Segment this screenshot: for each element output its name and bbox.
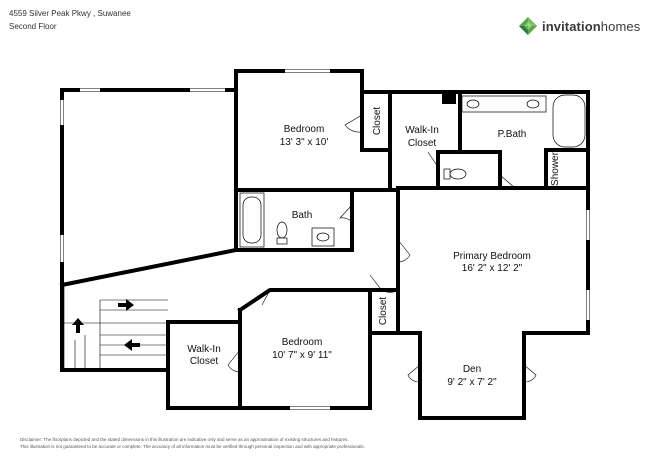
toilet-icon	[276, 221, 288, 245]
stair-arrow-left-icon	[124, 339, 140, 351]
brand-logo: invitationhomes	[518, 16, 640, 36]
stair-arrows	[72, 299, 140, 351]
disclaimer: Disclaimer: The floorplans depicted and …	[20, 436, 420, 450]
primary-bedroom-dims: 16' 2" x 12' 2"	[462, 263, 523, 274]
stair-arrow-up-icon	[72, 318, 84, 333]
pbath-tub-icon	[552, 94, 586, 148]
disclaimer-line1: Disclaimer: The floorplans depicted and …	[20, 437, 349, 442]
disclaimer-line2: This illustration is not guaranteed to b…	[20, 444, 365, 449]
room-labels: Bedroom 13' 3" x 10' Closet Walk-In Clos…	[187, 107, 561, 388]
bedroom-bottom-name: Bedroom	[282, 337, 323, 348]
brand-name: invitationhomes	[542, 19, 640, 34]
walls	[59, 69, 590, 420]
staircase	[63, 285, 168, 370]
bathtub-icon	[239, 192, 265, 248]
closet-top-name: Closet	[372, 107, 383, 136]
fixtures	[239, 94, 586, 248]
closet-mid-name: Closet	[378, 297, 389, 326]
bedroom-top-name: Bedroom	[284, 124, 325, 135]
floor-text: Second Floor	[9, 22, 57, 31]
header: 4559 Silver Peak Pkwy , Suwanee Second F…	[9, 7, 131, 33]
brand-name-bold: invitation	[542, 18, 601, 34]
sink-icon	[311, 227, 335, 247]
shower-name: Shower	[550, 151, 561, 186]
column	[442, 92, 456, 104]
den-name: Den	[463, 364, 481, 375]
walkin-top-line1: Walk-In	[405, 125, 439, 136]
pbath-sink-icon	[461, 95, 547, 113]
pbath-toilet-icon	[443, 168, 467, 180]
stair-arrow-right-icon	[118, 299, 134, 311]
brand-name-light: homes	[600, 18, 641, 34]
doors	[227, 114, 537, 383]
bedroom-top-dims: 13' 3" x 10'	[280, 137, 329, 148]
walkin-bottom-line1: Walk-In	[187, 344, 221, 355]
walkin-bottom-line2: Closet	[190, 356, 219, 367]
windows	[60, 69, 590, 410]
bath-name: Bath	[292, 210, 313, 221]
address-text: 4559 Silver Peak Pkwy , Suwanee	[9, 9, 131, 18]
walkin-top-line2: Closet	[408, 138, 437, 149]
primary-bedroom-name: Primary Bedroom	[453, 251, 531, 262]
bedroom-bottom-dims: 10' 7" x 9' 11"	[272, 350, 332, 361]
den-dims: 9' 2" x 7' 2"	[447, 377, 497, 388]
pbath-name: P.Bath	[498, 129, 527, 140]
brand-logo-icon	[519, 17, 537, 35]
